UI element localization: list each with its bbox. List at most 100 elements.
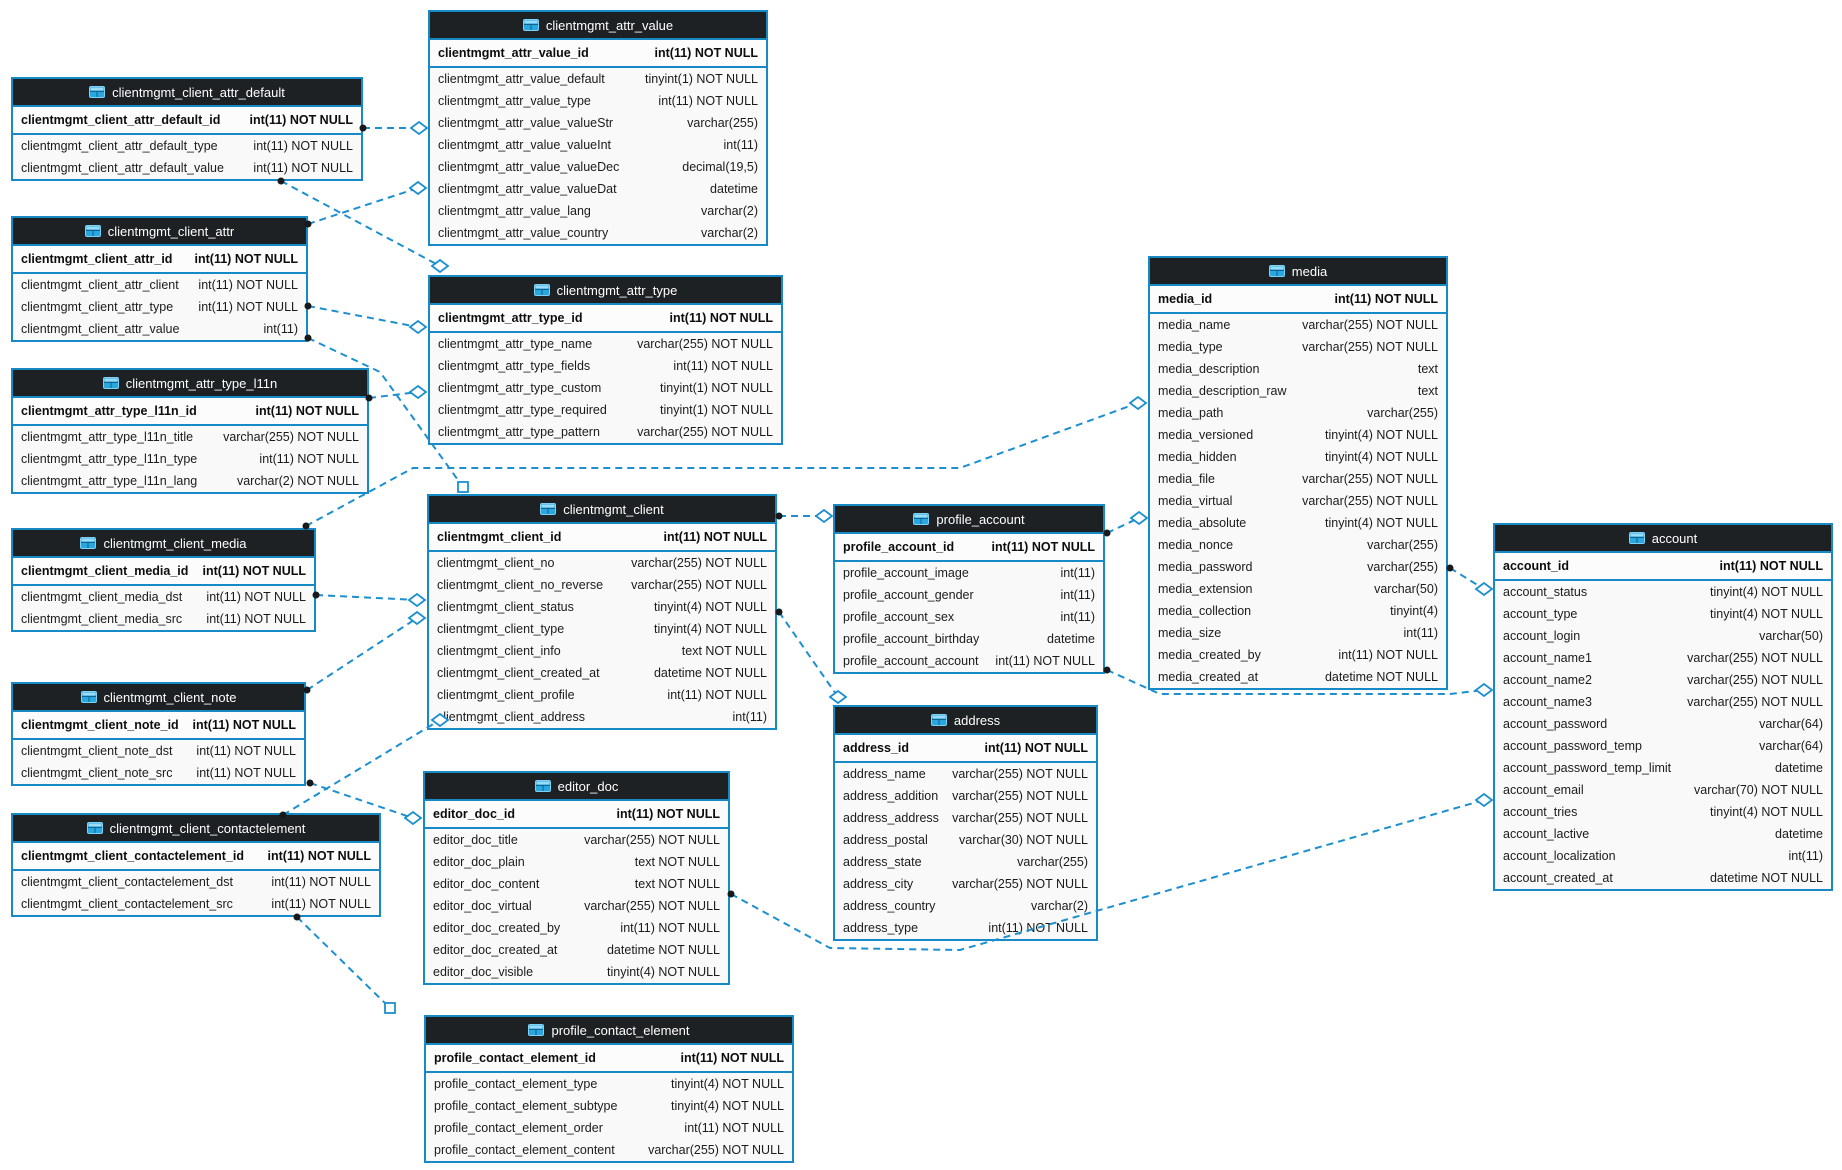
field-type: int(11) NOT NULL [1338,648,1438,662]
pk-field-type: int(11) NOT NULL [663,530,767,544]
field-type: varchar(64) [1759,739,1823,753]
relationship-clientmgmt_client_attr-clientmgmt_attr_type[interactable] [304,302,428,335]
relationship-diamond-end [407,610,427,626]
pk-field-name: profile_account_id [843,540,955,554]
table-header[interactable]: clientmgmt_client_media [13,530,314,558]
field-type: tinyint(1) NOT NULL [660,403,773,417]
field-name: editor_doc_visible [433,965,534,979]
table-clientmgmt_client_media[interactable]: clientmgmt_client_media clientmgmt_client… [11,528,316,632]
table-header[interactable]: clientmgmt_client_attr_default [13,79,361,107]
relationship-clientmgmt_client_media-clientmgmt_client[interactable] [312,591,427,608]
field-name: address_name [843,767,926,781]
table-header[interactable]: profile_account [835,506,1103,534]
field-type: varchar(255) [687,116,758,130]
table-icon [534,780,551,792]
table-clientmgmt_client_attr[interactable]: clientmgmt_client_attr clientmgmt_client_… [11,216,308,342]
relationship-clientmgmt_client-profile_account[interactable] [775,508,834,524]
field-type: int(11) [1060,588,1095,602]
table-header[interactable]: clientmgmt_client_contactelement [13,815,379,843]
pk-field-name: clientmgmt_client_media_id [21,564,189,578]
table-header[interactable]: account [1495,525,1831,553]
field-type: tinyint(4) NOT NULL [1325,428,1438,442]
field-type: varchar(255) NOT NULL [1687,651,1823,665]
field-type: int(11) NOT NULL [196,766,296,780]
table-profile_account[interactable]: profile_account profile_account_id int(11)… [833,504,1105,674]
relationship-clientmgmt_attr_type_l11n-clientmgmt_attr_type[interactable] [365,384,428,402]
field-type: tinyint(4) NOT NULL [671,1099,784,1113]
field-type: varchar(255) [1017,855,1088,869]
field-type: tinyint(4) NOT NULL [1325,450,1438,464]
pk-field-type: int(11) NOT NULL [680,1051,784,1065]
table-header[interactable]: address [835,707,1096,735]
field-type: int(11) [1060,610,1095,624]
relationship-media-account[interactable] [1446,564,1494,597]
relationship-profile_account-media[interactable] [1103,510,1149,537]
field-name: clientmgmt_client_info [437,644,561,658]
relationship-line[interactable] [315,594,418,601]
field-name: account_type [1503,607,1578,621]
field-name: media_created_by [1158,648,1261,662]
field-type: tinyint(1) NOT NULL [645,72,758,86]
table-header[interactable]: clientmgmt_client [429,496,775,524]
table-header[interactable]: clientmgmt_attr_value [430,12,766,40]
field-type: varchar(255) NOT NULL [1687,695,1823,709]
relationship-line[interactable] [282,719,441,816]
pk-field-name: account_id [1503,559,1569,573]
table-header[interactable]: editor_doc [425,773,728,801]
relationship-line[interactable] [368,391,419,399]
relationship-line[interactable] [1449,567,1485,590]
field-name: editor_doc_content [433,877,540,891]
relationship-clientmgmt_client_note-clientmgmt_client[interactable] [303,610,427,694]
relationship-clientmgmt_client_contactelement-profile_contact_element[interactable] [293,913,396,1014]
table-clientmgmt_attr_value[interactable]: clientmgmt_attr_value clientmgmt_attr_val… [428,10,768,246]
field-type: varchar(2) [701,204,758,218]
table-header[interactable]: clientmgmt_client_attr [13,218,306,246]
table-header[interactable]: profile_contact_element [426,1017,792,1045]
field-name: media_nonce [1158,538,1234,552]
relationship-line[interactable] [307,305,419,328]
relationship-line[interactable] [307,187,419,225]
table-header[interactable]: media [1150,258,1446,286]
table-header[interactable]: clientmgmt_client_note [13,684,304,712]
table-header[interactable]: clientmgmt_attr_type [430,277,781,305]
relationship-diamond-end [408,319,428,335]
relationship-line[interactable] [306,617,418,691]
relationship-line[interactable] [296,916,391,1009]
field-name: profile_account_sex [843,610,955,624]
table-header[interactable]: clientmgmt_attr_type_l11n [13,370,367,398]
field-name: account_password_temp_limit [1503,761,1672,775]
relationship-line[interactable] [1106,517,1140,534]
pk-field-type: int(11) NOT NULL [984,741,1088,755]
relationship-clientmgmt_client_attr_default-clientmgmt_attr_value[interactable] [359,120,429,136]
field-type: int(11) NOT NULL [988,921,1088,935]
table-title: clientmgmt_attr_type_l11n [125,375,278,391]
field-type: int(11) NOT NULL [253,139,353,153]
relationship-line[interactable] [778,611,839,698]
relationship-clientmgmt_client_attr-clientmgmt_attr_value[interactable] [304,180,428,228]
pk-field-type: int(11) NOT NULL [202,564,306,578]
